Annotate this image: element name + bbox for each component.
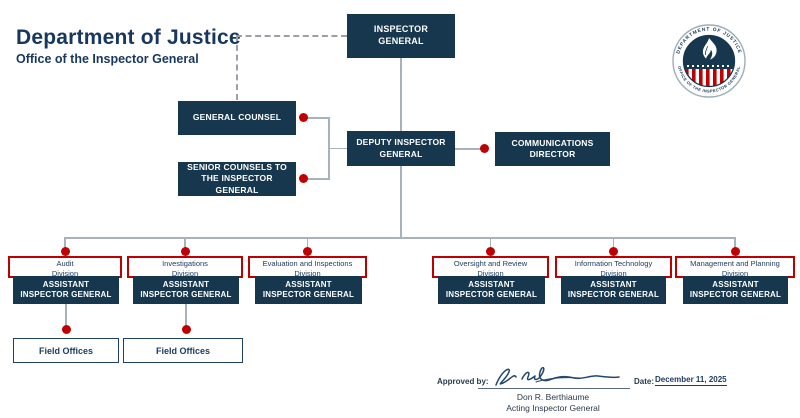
division-group-management-planning: Management and Planning Division ASSISTA… <box>675 256 795 304</box>
division-sublabel: Division <box>51 269 79 279</box>
division-group-investigations: Investigations Division ASSISTANT INSPEC… <box>127 256 243 304</box>
division-label: Oversight and Review <box>453 259 528 268</box>
doj-oig-seal-icon: DEPARTMENT OF JUSTICE OFFICE OF THE INSP… <box>672 24 746 98</box>
connector-gc <box>306 117 329 119</box>
connector-ig-to-deputy <box>400 58 402 131</box>
division-label: Audit <box>56 259 74 268</box>
signer-title: Acting Inspector General <box>506 403 600 413</box>
division-title-box: Management and Planning Division <box>675 256 795 278</box>
connector-deputy-to-comms <box>455 148 482 150</box>
division-group-oversight-review: Oversight and Review Division ASSISTANT … <box>432 256 549 304</box>
connector-stub-5 <box>612 237 615 248</box>
division-group-evaluation-inspections: Evaluation and Inspections Division ASSI… <box>248 256 367 304</box>
division-label: Investigations <box>162 259 208 268</box>
box-inspector-general: INSPECTOR GENERAL <box>347 14 455 58</box>
connector-stub-2 <box>184 237 186 248</box>
node-dot-field-1 <box>61 324 71 334</box>
division-title-box: Investigations Division <box>127 256 243 278</box>
division-label: Information Technology <box>574 259 653 268</box>
signature-line <box>478 388 630 389</box>
division-sublabel: Division <box>721 269 749 279</box>
box-general-counsel: GENERAL COUNSEL <box>178 101 296 135</box>
node-dot-div-2 <box>180 246 190 256</box>
division-role-box: ASSISTANT INSPECTOR GENERAL <box>133 276 239 304</box>
connector-counsel-to-deputy <box>328 147 347 149</box>
division-label: Management and Planning <box>690 259 780 268</box>
connector-stub-3 <box>306 237 309 248</box>
division-sublabel: Division <box>294 269 321 279</box>
division-group-audit: Audit Division ASSISTANT INSPECTOR GENER… <box>8 256 122 304</box>
connector-audit-to-field <box>65 304 67 326</box>
approved-by-label: Approved by: <box>437 377 489 386</box>
node-dot-field-2 <box>181 324 191 334</box>
connector-main-horizontal <box>65 237 735 239</box>
field-offices-box-audit: Field Offices <box>13 338 119 363</box>
dashed-connector-horizontal <box>236 35 347 37</box>
box-deputy-inspector-general: DEPUTY INSPECTOR GENERAL <box>347 131 455 166</box>
division-role-box: ASSISTANT INSPECTOR GENERAL <box>683 276 788 304</box>
division-sublabel: Division <box>171 269 199 279</box>
connector-stub-4 <box>489 237 492 248</box>
page-title: Department of Justice <box>16 26 241 49</box>
division-sublabel: Division <box>477 269 504 279</box>
division-role-box: ASSISTANT INSPECTOR GENERAL <box>561 276 666 304</box>
connector-deputy-down <box>400 166 402 237</box>
box-senior-counsels: SENIOR COUNSELS TO THE INSPECTOR GENERAL <box>178 162 296 196</box>
division-sublabel: Division <box>600 269 627 279</box>
node-dot-comms <box>480 144 489 153</box>
division-group-information-technology: Information Technology Division ASSISTAN… <box>555 256 672 304</box>
division-label: Evaluation and Inspections <box>262 259 353 268</box>
node-dot-div-4 <box>486 246 495 256</box>
date-label: Date: <box>634 377 655 386</box>
division-title-box: Evaluation and Inspections Division <box>248 256 367 278</box>
field-offices-box-investigations: Field Offices <box>123 338 243 363</box>
division-title-box: Information Technology Division <box>555 256 672 278</box>
node-dot-div-1 <box>60 246 70 256</box>
dashed-connector-vertical <box>236 35 238 100</box>
division-title-box: Oversight and Review Division <box>432 256 549 278</box>
division-role-box: ASSISTANT INSPECTOR GENERAL <box>255 276 362 304</box>
signature-scrawl-icon <box>486 364 626 390</box>
node-dot-gc <box>299 113 308 122</box>
division-role-box: ASSISTANT INSPECTOR GENERAL <box>13 276 119 304</box>
node-dot-div-6 <box>730 246 740 256</box>
page-subtitle: Office of the Inspector General <box>16 52 199 66</box>
box-communications-director: COMMUNICATIONS DIRECTOR <box>495 132 610 166</box>
connector-sc <box>306 178 329 180</box>
header: Department of Justice Office of the Insp… <box>16 26 241 66</box>
node-dot-div-3 <box>303 246 312 256</box>
signer-name: Don R. Berthiaume <box>516 392 590 402</box>
node-dot-sc <box>299 174 308 183</box>
connector-stub-6 <box>734 237 736 248</box>
division-role-box: ASSISTANT INSPECTOR GENERAL <box>438 276 545 304</box>
division-title-box: Audit Division <box>8 256 122 278</box>
date-value: December 11, 2025 <box>655 375 727 386</box>
connector-invest-to-field <box>185 304 187 326</box>
connector-stub-1 <box>64 237 66 248</box>
node-dot-div-5 <box>609 246 618 256</box>
